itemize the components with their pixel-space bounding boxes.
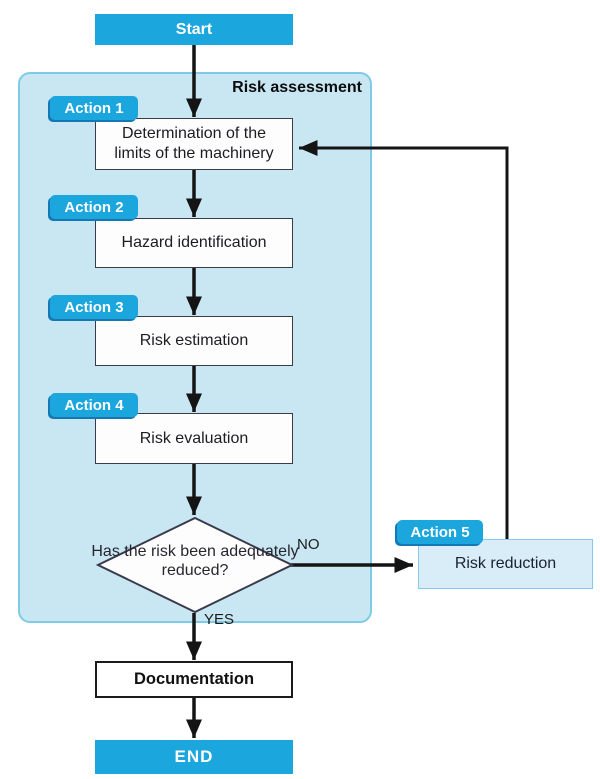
decision-diamond [95,516,295,614]
decision-question: Has the risk been adequately reduced? [91,543,299,579]
process-risk-evaluation: Risk evaluation [95,413,293,464]
process-hazard-identification: Hazard identification [95,218,293,268]
no-branch-label: NO [297,536,320,553]
action4-badge: Action 4 [50,393,138,417]
action5-badge: Action 5 [397,520,483,544]
process-documentation: Documentation [95,661,293,698]
process-risk-reduction: Risk reduction [418,539,593,589]
process-risk-estimation: Risk estimation [95,316,293,366]
end-node: END [95,740,293,774]
action3-badge: Action 3 [50,295,138,319]
yes-branch-label: YES [204,611,235,628]
process-limits-of-machinery: Determination of the limits of the machi… [95,118,293,170]
decision-diamond-shape [95,516,295,614]
start-node: Start [95,14,293,45]
action2-badge: Action 2 [50,195,138,219]
container-title: Risk assessment [232,79,362,96]
arrow-reduction-feedback-to-action1 [299,140,509,539]
action1-badge: Action 1 [50,96,138,120]
